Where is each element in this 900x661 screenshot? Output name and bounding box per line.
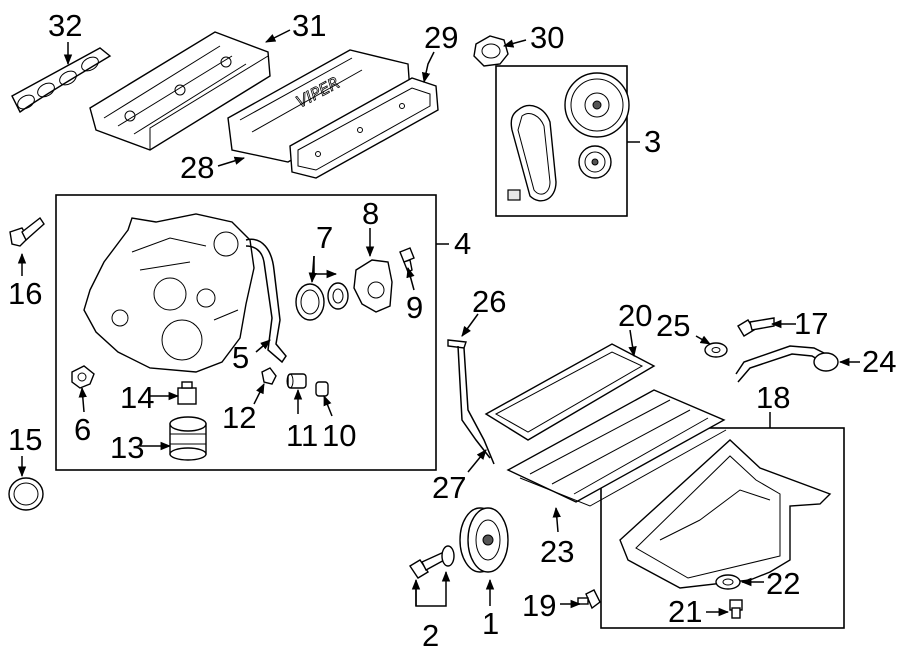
callout-24: 24 xyxy=(862,344,896,379)
callout-26: 26 xyxy=(472,284,506,319)
intake-manifold-part xyxy=(89,31,271,151)
callout-19: 19 xyxy=(522,588,556,623)
callout-14: 14 xyxy=(120,380,154,415)
crankshaft-damper-part xyxy=(459,507,509,573)
timing-cover-part xyxy=(83,213,255,373)
timing-chain-part xyxy=(507,104,557,202)
callout-13: 13 xyxy=(110,430,144,465)
oil-pan-group-box xyxy=(600,427,845,629)
callout-28: 28 xyxy=(180,150,214,185)
callout-18: 18 xyxy=(756,380,790,415)
plug-6-part xyxy=(71,365,95,389)
windage-tray-part xyxy=(506,389,727,507)
callout-20: 20 xyxy=(618,298,652,333)
crankshaft-sprocket-part xyxy=(578,145,612,179)
dipstick-tube-part xyxy=(463,347,495,465)
callout-32: 32 xyxy=(48,8,82,43)
valve-cover-gasket-part xyxy=(289,77,439,179)
oil-pan-part xyxy=(619,439,832,589)
callout-6: 6 xyxy=(74,412,91,447)
callout-31: 31 xyxy=(292,8,326,43)
filter-adapter-14-part xyxy=(177,381,197,405)
oil-pump-gears-part xyxy=(295,282,349,321)
callout-16: 16 xyxy=(8,276,42,311)
oil-pickup-tube-part xyxy=(735,345,839,383)
drain-plug-21-part xyxy=(729,599,743,619)
callout-7: 7 xyxy=(316,220,333,255)
callout-9: 9 xyxy=(406,290,423,325)
callout-15: 15 xyxy=(8,422,42,457)
callout-2: 2 xyxy=(422,618,439,653)
callout-8: 8 xyxy=(362,196,379,231)
oil-filler-cap-part xyxy=(473,35,509,67)
bolt-9-part xyxy=(399,247,415,273)
callout-numbers: 32 31 28 29 30 3 16 15 4 7 8 9 5 6 14 12… xyxy=(8,8,896,653)
callout-22: 22 xyxy=(766,566,800,601)
leader-lines xyxy=(17,29,860,617)
callout-4: 4 xyxy=(454,226,471,261)
valve-cover-part: VIPER xyxy=(227,49,411,163)
washer-25-part xyxy=(704,342,728,358)
callout-25: 25 xyxy=(656,308,690,343)
timing-chain-group-box xyxy=(495,65,628,217)
callout-1: 1 xyxy=(482,606,499,641)
drain-washer-22-part xyxy=(715,574,741,590)
oil-filter-part xyxy=(169,416,207,461)
bolt-17-part xyxy=(737,317,775,337)
callout-27: 27 xyxy=(432,470,466,505)
damper-washer-part xyxy=(441,545,455,567)
timing-cover-group-box xyxy=(55,194,437,471)
crank-seal-part xyxy=(8,477,44,511)
callout-29: 29 xyxy=(424,20,458,55)
callout-10: 10 xyxy=(322,418,356,453)
callout-17: 17 xyxy=(794,306,828,341)
oil-pump-housing-part xyxy=(353,259,393,313)
sensor-12-part xyxy=(261,367,277,385)
callout-30: 30 xyxy=(530,20,564,55)
oil-pan-gasket-part xyxy=(484,343,656,441)
intake-gasket-part xyxy=(11,47,112,114)
callout-12: 12 xyxy=(222,400,256,435)
camshaft-sprocket-part xyxy=(564,72,630,138)
callout-23: 23 xyxy=(540,534,574,569)
bushing-10-part xyxy=(315,381,329,397)
callout-11: 11 xyxy=(286,418,318,453)
bushing-11-part xyxy=(286,373,307,389)
callout-5: 5 xyxy=(232,340,249,375)
timing-cover-gasket-part xyxy=(245,238,287,364)
callout-21: 21 xyxy=(668,594,702,629)
bolt-16-part xyxy=(9,216,45,247)
drain-plug-19-part xyxy=(577,589,601,610)
callout-3: 3 xyxy=(644,124,661,159)
